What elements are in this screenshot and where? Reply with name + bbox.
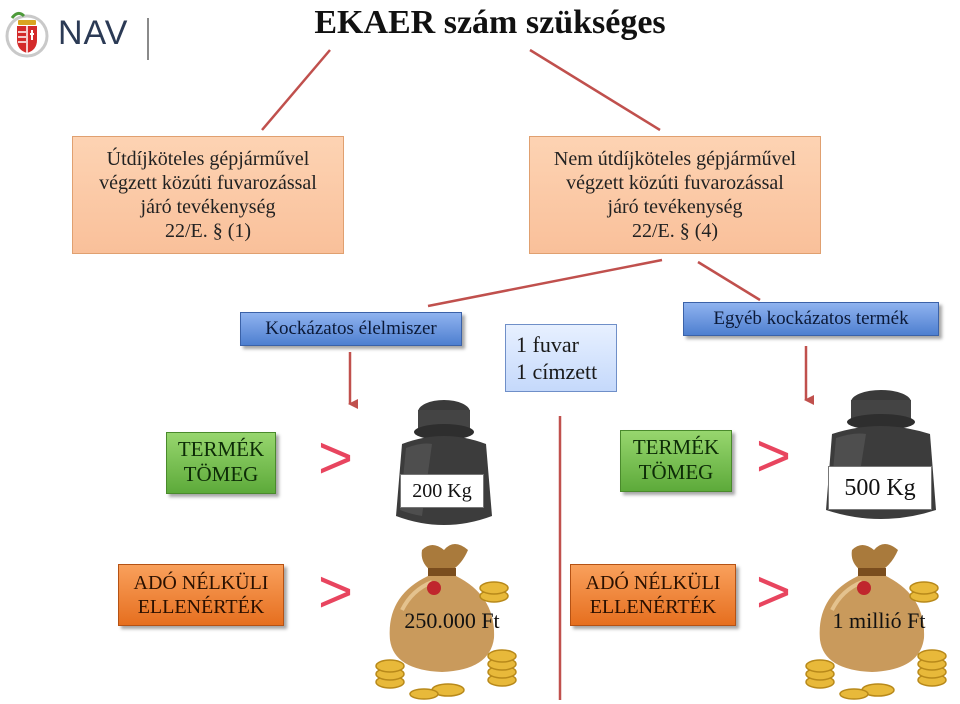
shipment-line: 1 fuvar [516, 332, 579, 357]
value-label-line: ADÓ NÉLKÜLI [585, 572, 721, 594]
value-label-line: ELLENÉRTÉK [589, 596, 717, 618]
greater-than-mass-left: > [318, 424, 354, 491]
money-bag-coins-icon [375, 544, 517, 700]
mass-value-right: 500 Kg [828, 466, 932, 510]
value-label-line: ELLENÉRTÉK [137, 596, 265, 618]
connector-right-food [427, 258, 663, 308]
logo-divider [147, 18, 149, 60]
condition-box-non-tolled: Nem útdíjköteles gépjárművel végzett köz… [529, 136, 821, 254]
logo-text: NAV [58, 14, 129, 52]
condition-line: végzett közúti fuvarozással [566, 172, 784, 194]
condition-line: 22/E. § (1) [164, 220, 252, 242]
condition-line: végzett közúti fuvarozással [99, 172, 317, 194]
connector-title-left [261, 49, 331, 131]
greater-than-value-right: > [756, 558, 792, 625]
connector-right-other [697, 260, 761, 302]
mass-value-left: 200 Kg [400, 474, 484, 508]
greater-than-value-left: > [318, 558, 354, 625]
value-label-left: ADÓ NÉLKÜLI ELLENÉRTÉK [118, 564, 284, 626]
connector-title-right [529, 48, 661, 132]
page-title: EKAER szám szükséges [314, 4, 666, 41]
value-label-right: ADÓ NÉLKÜLI ELLENÉRTÉK [570, 564, 736, 626]
condition-line: 22/E. § (4) [631, 220, 719, 242]
mass-label-line: TÖMEG [183, 462, 259, 486]
greater-than-mass-right: > [756, 422, 792, 489]
category-risky-food: Kockázatos élelmiszer [240, 312, 462, 346]
condition-line: Útdíjköteles gépjárművel [106, 148, 310, 170]
condition-box-tolled: Útdíjköteles gépjárművel végzett közúti … [72, 136, 344, 254]
mass-label-right: TERMÉK TÖMEG [620, 430, 732, 492]
nav-logo: NAV [4, 6, 154, 62]
shipment-note: 1 fuvar 1 címzett [505, 324, 617, 392]
condition-line: Nem útdíjköteles gépjárművel [553, 148, 797, 170]
condition-line: járó tevékenység [607, 196, 743, 218]
value-label-line: ADÓ NÉLKÜLI [133, 572, 269, 594]
mass-label-left: TERMÉK TÖMEG [166, 432, 276, 494]
hungarian-coat-of-arms-icon [5, 11, 49, 58]
condition-line: járó tevékenység [140, 196, 276, 218]
value-amount-right: 1 millió Ft [832, 608, 926, 633]
mass-label-line: TÖMEG [638, 460, 714, 484]
mass-label-line: TERMÉK [177, 437, 265, 461]
category-other-risky-product: Egyéb kockázatos termék [683, 302, 939, 336]
iron-weight-icon [396, 400, 492, 525]
mass-label-line: TERMÉK [632, 435, 720, 459]
money-bag-coins-icon [805, 544, 947, 700]
shipment-line: 1 címzett [516, 359, 598, 384]
value-amount-left: 250.000 Ft [404, 608, 500, 633]
